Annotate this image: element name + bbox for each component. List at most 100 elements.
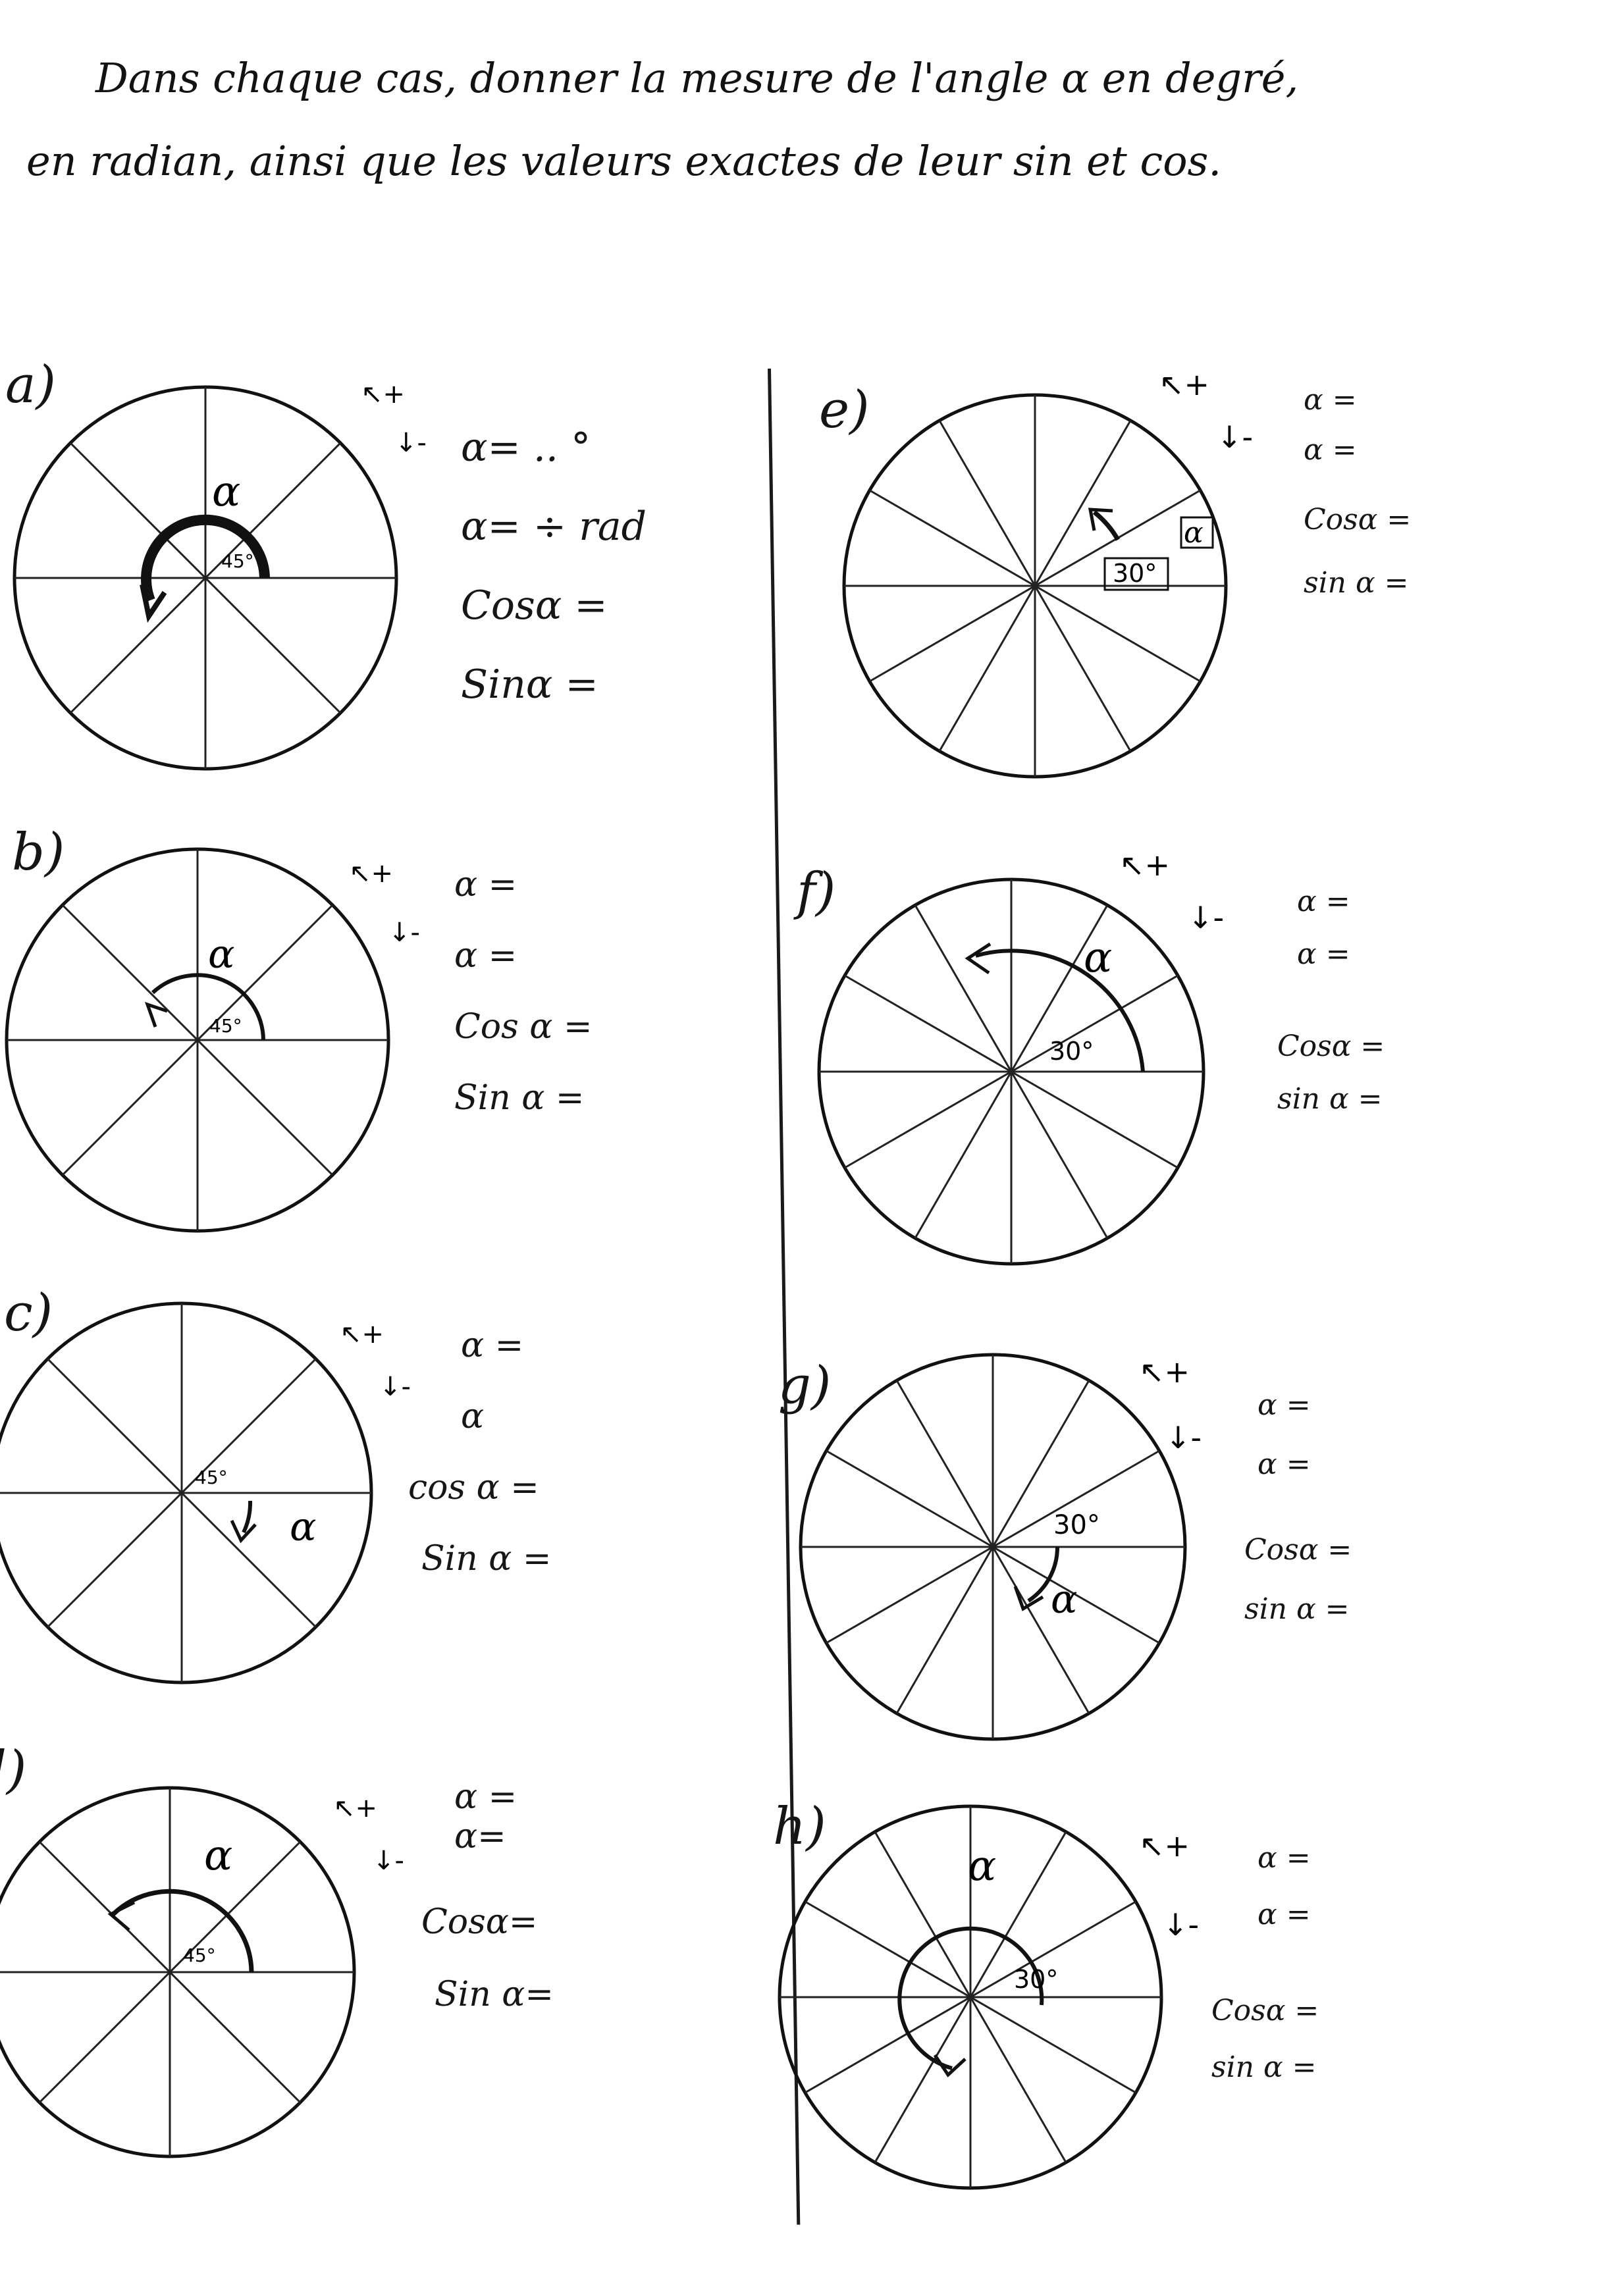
sin-field[interactable]: Sin α =: [421, 1539, 552, 1578]
answer-fields: α = α = Cosα = sin α =: [1244, 1376, 1352, 1639]
sin-field[interactable]: sin α =: [1304, 566, 1409, 600]
angle-arc: [151, 973, 265, 1041]
arc-arrowhead: [107, 1900, 136, 1931]
exercise-h: h) 30° α ↖+ ↓- α = α = Cosα = sin α =: [770, 1771, 1560, 2231]
division-lines: [14, 387, 396, 769]
exercise-b: b) 45° α ↖+ ↓- α = α = Cos α = Sin α =: [0, 810, 737, 1233]
negative-direction-icon: ↓-: [1217, 419, 1253, 455]
alpha-label: α: [1084, 933, 1112, 982]
cos-field[interactable]: Cosα =: [461, 583, 608, 629]
exercise-e: e) 30° α ↖+ ↓- α = α = Cosα = sin α =: [790, 342, 1580, 803]
angle-degree-field[interactable]: α =: [1297, 885, 1350, 918]
unit-circle-diagram: 30° α ↖+ ↓-: [799, 1353, 1202, 1741]
exercise-letter: h): [773, 1797, 826, 1856]
alpha-label: α: [968, 1842, 996, 1891]
angle-degree-field[interactable]: α =: [1304, 383, 1357, 417]
sin-field[interactable]: Sin α =: [454, 1078, 585, 1118]
sin-field[interactable]: sin α =: [1211, 2050, 1317, 2084]
positive-direction-icon: ↖+: [349, 858, 393, 889]
positive-direction-icon: ↖+: [333, 1793, 377, 1823]
angle-radian-field[interactable]: α =: [1258, 1448, 1311, 1481]
sin-field[interactable]: Sin α=: [435, 1975, 554, 2014]
division-lines: [7, 849, 388, 1231]
cos-field[interactable]: cos α =: [408, 1468, 539, 1507]
exercise-letter: d): [0, 1740, 27, 1800]
division-lines: [844, 395, 1226, 777]
exercise-a: a) 45° α ↖+ ↓- α= .. ° α= ÷ rad Cosα = S…: [0, 342, 737, 771]
unit-circle-diagram: 45° α ↖+ ↓-: [0, 1786, 404, 2158]
angle-radian-field[interactable]: α=: [454, 1817, 506, 1856]
alpha-box: [1180, 516, 1214, 549]
alpha-label: α: [204, 1831, 232, 1880]
positive-direction-icon: ↖+: [361, 379, 405, 409]
negative-direction-icon: ↓-: [379, 1372, 411, 1402]
alpha-label: α: [1184, 516, 1204, 550]
unit-circle-diagram: 45° α ↖+ ↓-: [13, 379, 427, 771]
division-lines: [819, 879, 1204, 1264]
alpha-label: α: [290, 1504, 317, 1550]
exercise-letter: b): [12, 823, 65, 882]
reference-angle-label: 30°: [1053, 1510, 1100, 1540]
angle-radian-field[interactable]: α =: [454, 936, 517, 976]
angle-radian-field[interactable]: α =: [1304, 433, 1357, 467]
exercise-f: f) 30° α ↖+ ↓- α = α = Cosα = sin α =: [790, 823, 1580, 1284]
cos-field[interactable]: Cosα =: [1211, 1994, 1319, 2027]
arc-arrowhead: [1088, 508, 1113, 531]
negative-direction-icon: ↓-: [395, 428, 427, 458]
cos-field[interactable]: Cosα =: [1304, 503, 1412, 536]
exercise-letter: c): [4, 1284, 53, 1343]
angle-arc: [111, 1889, 254, 1973]
negative-direction-icon: ↓-: [1188, 900, 1224, 935]
exercise-letter: e): [819, 380, 870, 440]
reference-angle-label: 30°: [1113, 559, 1157, 588]
reference-angle-label: 30°: [1049, 1037, 1094, 1066]
answer-fields: α = α = Cos α = Sin α =: [454, 849, 593, 1134]
unit-circle-diagram: 30° α ↖+ ↓-: [817, 847, 1224, 1266]
positive-direction-icon: ↖+: [1119, 847, 1170, 883]
exercise-letter: f): [797, 862, 836, 922]
reference-angle-label: 45°: [195, 1467, 228, 1488]
angle-radian-field[interactable]: α =: [1258, 1898, 1311, 1931]
arc-arrowhead: [1013, 1586, 1044, 1611]
negative-direction-icon: ↓-: [1163, 1907, 1199, 1943]
angle-radian-field[interactable]: α: [461, 1397, 485, 1436]
answer-fields: α = α = Cosα = sin α =: [1277, 875, 1385, 1126]
alpha-label: α: [1051, 1577, 1078, 1623]
negative-direction-icon: ↓-: [388, 918, 420, 948]
division-lines: [0, 1303, 371, 1683]
division-lines: [780, 1806, 1161, 2188]
angle-degree-field[interactable]: α =: [454, 865, 517, 904]
sin-field[interactable]: sin α =: [1277, 1082, 1383, 1116]
arc-arrowhead: [144, 1002, 168, 1028]
answer-fields: α = α = Cosα = sin α =: [1304, 375, 1411, 608]
exercise-letter: a): [5, 355, 56, 415]
reference-angle-box: [1103, 557, 1169, 591]
positive-direction-icon: ↖+: [1159, 367, 1209, 402]
alpha-label: α: [212, 467, 240, 516]
division-lines: [801, 1355, 1185, 1739]
unit-circle-diagram: 30° α ↖+ ↓-: [842, 367, 1253, 779]
angle-arc: [242, 1500, 253, 1534]
angle-radian-field[interactable]: α =: [1297, 937, 1350, 971]
cos-field[interactable]: Cosα =: [1244, 1533, 1352, 1567]
cos-field[interactable]: Cos α =: [454, 1007, 593, 1047]
arc-arrowhead: [140, 584, 167, 623]
unit-circle-diagram: 45° α ↖+ ↓-: [5, 847, 420, 1233]
cos-field[interactable]: Cosα=: [421, 1902, 538, 1942]
positive-direction-icon: ↖+: [1139, 1828, 1190, 1864]
sin-field[interactable]: sin α =: [1244, 1592, 1350, 1626]
reference-angle-label: 30°: [1014, 1965, 1058, 1994]
exercise-g: g) 30° α ↖+ ↓- α = α = Cosα = sin α =: [770, 1303, 1560, 1764]
angle-degree-field[interactable]: α =: [461, 1326, 524, 1365]
angle-degree-field[interactable]: α= .. °: [461, 425, 591, 471]
sin-field[interactable]: Sinα =: [461, 662, 598, 708]
division-lines: [0, 1788, 354, 2156]
angle-degree-field[interactable]: α =: [454, 1777, 517, 1817]
angle-degree-field[interactable]: α =: [1258, 1841, 1311, 1875]
instructions-line-1: Dans chaque cas, donner la mesure de l'a…: [95, 54, 1299, 102]
reference-angle-label: 45°: [209, 1015, 242, 1037]
cos-field[interactable]: Cosα =: [1277, 1030, 1385, 1063]
angle-radian-field[interactable]: α= ÷ rad: [461, 504, 647, 550]
angle-arc: [897, 1926, 1044, 2070]
angle-degree-field[interactable]: α =: [1258, 1388, 1311, 1422]
